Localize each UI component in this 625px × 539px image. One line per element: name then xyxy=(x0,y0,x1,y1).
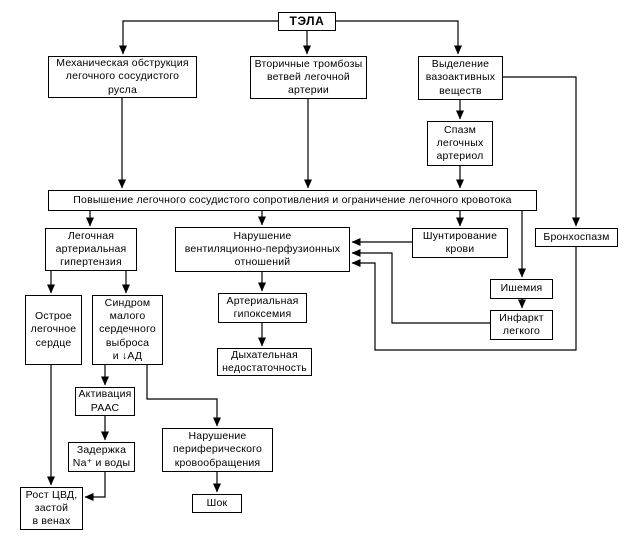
edge-na-retention-to-cvp-rise xyxy=(84,472,106,501)
node-vasoactive-release: Выделение вазоактивных веществ xyxy=(418,56,503,100)
node-resistance-increase: Повышение легочного сосудистого сопротив… xyxy=(48,190,537,211)
edge-vasoactive-to-bronchospasm xyxy=(503,76,580,227)
node-respiratory-failure: Дыхательная недостаточность xyxy=(217,348,312,376)
node-lung-infarction: Инфаркт легкого xyxy=(490,310,553,340)
edge-bronchospasm-to-ventilation xyxy=(351,247,577,351)
node-tela: ТЭЛА xyxy=(278,12,336,31)
node-na-water-retention: Задержка Na⁺ и воды xyxy=(68,442,135,472)
edge-tela-to-vasoactive-release xyxy=(336,20,462,55)
node-ischemia: Ишемия xyxy=(490,279,553,299)
edge-tela-to-mechanical-obstruction xyxy=(119,20,278,55)
node-raas-activation: Активация РААС xyxy=(75,387,135,416)
node-low-output-syndrome: Синдром малого сердечного выброса и ↓АД xyxy=(92,295,163,365)
node-pulmonary-hypertension: Легочная артериальная гипертензия xyxy=(45,228,137,271)
node-secondary-thrombosis: Вторичные тромбозы ветвей легочной артер… xyxy=(250,56,367,99)
edge-group xyxy=(47,20,580,501)
node-arterial-hypoxemia: Артериальная гипоксемия xyxy=(218,293,307,323)
node-shock: Шок xyxy=(192,494,242,513)
node-bronchospasm: Бронхоспазм xyxy=(535,228,618,247)
node-ventilation-perfusion: Нарушение вентиляционно-перфузионных отн… xyxy=(175,227,350,272)
node-mechanical-obstruction: Механическая обструкция легочного сосуди… xyxy=(48,56,197,98)
edge-infarction-to-ventilation xyxy=(351,249,490,324)
node-arteriole-spasm: Спазм легочных артериол xyxy=(427,121,493,166)
node-blood-shunting: Шунтирование крови xyxy=(412,228,508,258)
node-peripheral-circulation: Нарушение периферического кровообращения xyxy=(162,428,273,472)
node-acute-cor-pulmonale: Острое легочное сердце xyxy=(25,295,82,365)
node-cvp-rise: Рост ЦВД, застой в венах xyxy=(20,487,83,530)
edge-low-output-to-peripheral xyxy=(146,365,221,427)
